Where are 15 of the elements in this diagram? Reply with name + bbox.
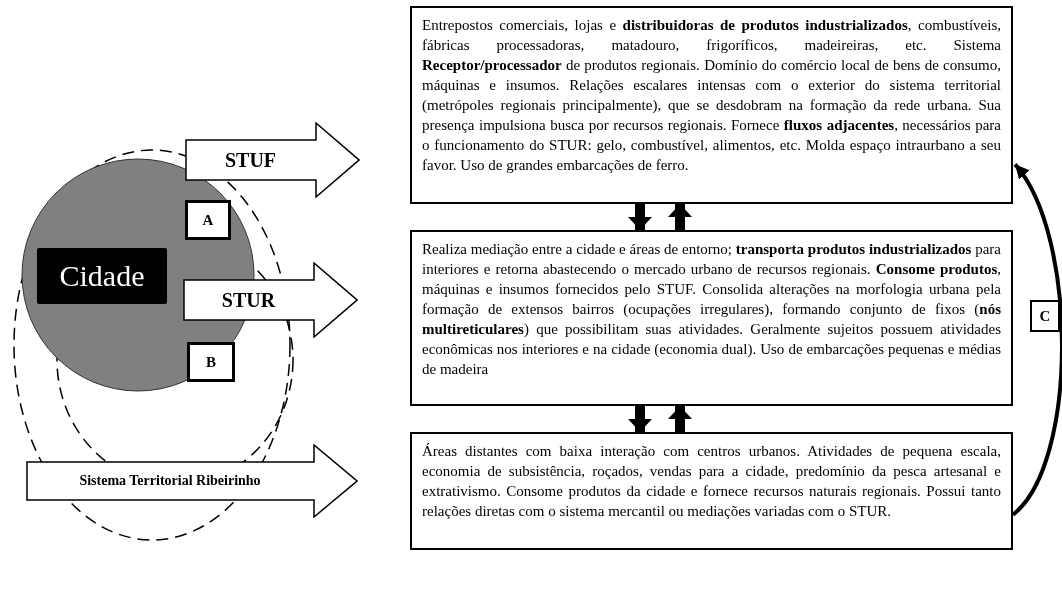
letter-marker: A	[185, 200, 231, 240]
arrow	[1011, 163, 1062, 516]
arrow	[628, 204, 652, 230]
arrow	[628, 406, 652, 432]
block-arrow: STUF	[185, 122, 360, 198]
block-arrow: STUR	[183, 262, 358, 338]
description-box: Entrepostos comerciais, lojas e distribuidoras de produtos industrializados, combustíveis, fábricas processadoras, matadouro, frigoríficos, madeireiras, etc. Sistema Receptor/processador de produtos regionais. Domínio do comércio local de bens de consumo, máquinas e insumos. Relações escalares intensas com o exterior do sistema territorial (metrópoles regionais principalmente), que se desdobram na formação da rede urbana. Sua presença impulsiona busca por recursos regionais. Fornece fluxos adjacentes, necessários para o funcionamento do STUR: gelo, combustível, alimentos, etc. Molda espaço intraurbano a seu favor. Uso de grandes embarcações de ferro.	[410, 6, 1013, 204]
arrow	[668, 204, 692, 230]
block-arrow: Sistema Territorial Ribeirinho	[26, 444, 358, 518]
description-box: Realiza mediação entre a cidade e áreas de entorno; transporta produtos industrializados para interiores e retorna abastecendo o mercado urbano de recursos regionais. Consome produtos, máquinas e insumos fornecidos pelo STUF. Consolida alterações na morfologia urbana pela formação de extensos bairros (ocupações irregulares), formando conjunto de fixos (nós multireticulares) que possibilitam suas atividades. Geralmente sujeitos possuem atividades econômicas nos interiores e na cidade (economia dual). Uso de embarcações pequenas e médias de madeira	[410, 230, 1013, 406]
city-box: Cidade	[37, 248, 167, 304]
edge-label: C	[1030, 300, 1060, 332]
description-box: Áreas distantes com baixa interação com centros urbanos. Atividades de pequena escala, economia de subsistência, roçados, vendas para a cidade, predomínio da pesca artesanal e extrativismo. Consome produtos da cidade e fornece recursos naturais regionais. Possui tanto relações diretas com o sistema mercantil ou mediações variadas com o STUR.	[410, 432, 1013, 550]
letter-marker: B	[187, 342, 235, 382]
arrow	[668, 406, 692, 432]
